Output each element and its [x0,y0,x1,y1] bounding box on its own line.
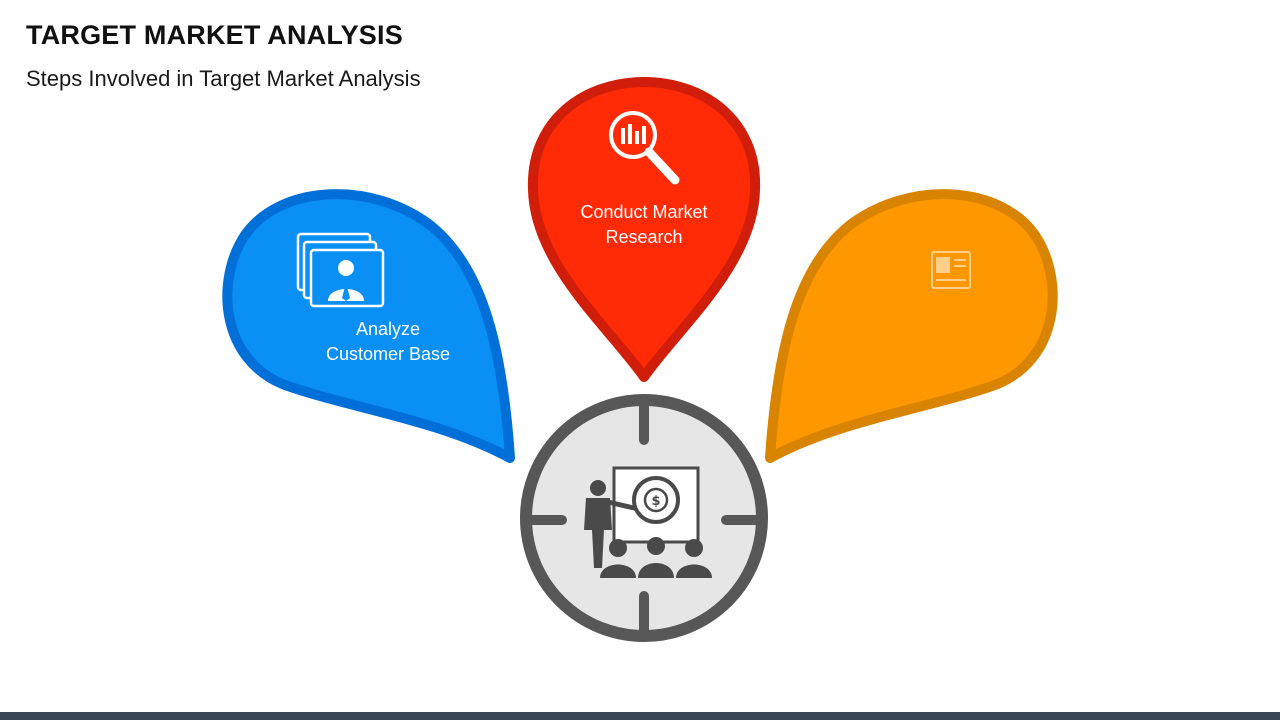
svg-text:$: $ [651,494,660,509]
magnifier-chart-icon [609,111,680,185]
footer-bar [0,712,1280,720]
step-right-orange [765,189,1058,463]
orange-teardrop-shape [765,189,1058,463]
step-label-line2: Research [605,227,682,247]
customer-profile-cards-icon [296,232,385,308]
red-teardrop-shape [527,77,761,382]
step-label-line1: Conduct Market [580,202,707,222]
page-title: TARGET MARKET ANALYSIS [26,20,403,50]
step-conduct-market-research: Conduct Market Research [527,77,761,382]
step-label-line1: Analyze [356,319,420,339]
step-label-line2: Customer Base [326,344,450,364]
presentation-audience-icon: $ [584,466,712,578]
step-analyze-customer-base: Analyze Customer Base [222,189,515,463]
crosshair-ticks [521,395,767,641]
id-card-icon [931,251,971,289]
center-target: $ [520,394,768,642]
page-subtitle: Steps Involved in Target Market Analysis [26,66,421,91]
